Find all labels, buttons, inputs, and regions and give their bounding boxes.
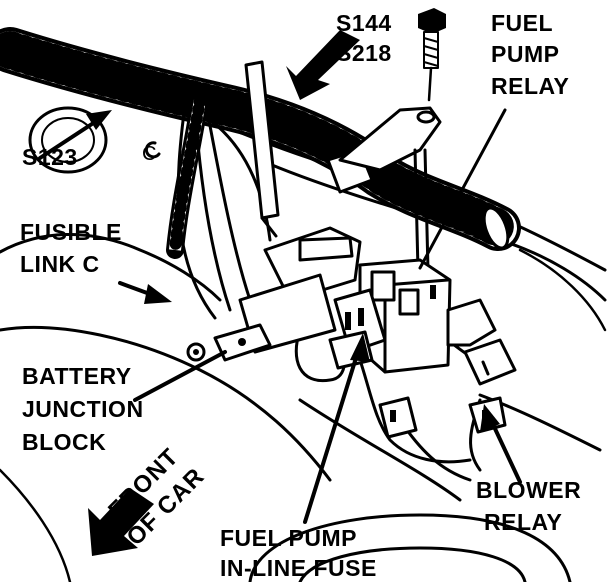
label-s144: S144 [336, 10, 392, 36]
label-blower-relay-line1: BLOWER [476, 477, 581, 503]
label-battery-junction-line2: JUNCTION [22, 396, 144, 422]
connector [378, 396, 418, 439]
fuel-pump-relay [358, 258, 497, 374]
battery-junction-block [186, 323, 272, 362]
label-blower-relay-line2: RELAY [484, 509, 562, 535]
label-fusible-link-line2: LINK C [20, 251, 100, 277]
label-s123: S123 [22, 144, 78, 170]
mounting-bracket [338, 106, 442, 272]
blower-relay [463, 338, 517, 434]
front-arrow-icon [88, 488, 154, 556]
label-fuel-pump-relay-line3: RELAY [491, 73, 569, 99]
bolt-icon [418, 8, 446, 102]
label-fuel-pump-relay-line1: FUEL [491, 10, 553, 36]
label-battery-junction-line3: BLOCK [22, 429, 106, 455]
label-fusible-link-line1: FUSIBLE [20, 219, 122, 245]
leader-lines [38, 108, 522, 524]
label-battery-junction-line1: BATTERY [22, 363, 132, 389]
label-s218: S218 [336, 40, 392, 66]
bracket-letter: C [142, 143, 157, 165]
direction-arrow-icon [286, 30, 360, 100]
label-fuel-pump-relay-line2: PUMP [491, 41, 559, 67]
body-panel-lines [0, 106, 607, 582]
label-fuel-pump-fuse-line2: IN-LINE FUSE [220, 555, 377, 581]
label-fuel-pump-fuse-line1: FUEL PUMP [220, 525, 357, 551]
